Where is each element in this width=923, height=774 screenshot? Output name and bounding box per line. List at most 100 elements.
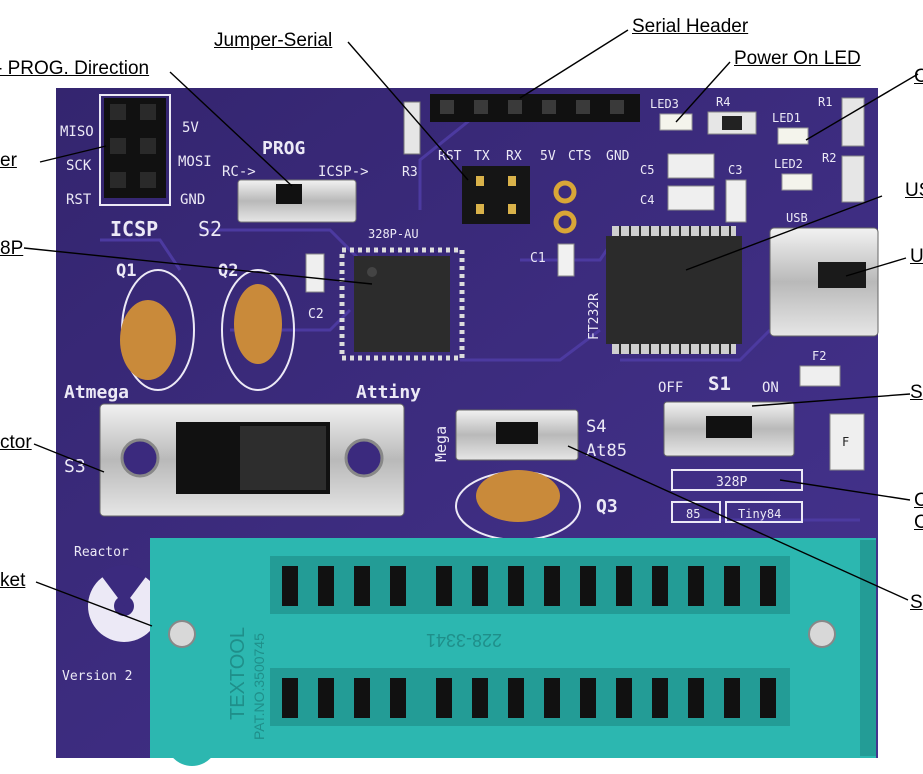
f2-label: F2	[812, 349, 826, 363]
c5-label: C5	[640, 163, 654, 177]
serial-pin-gnd: GND	[606, 149, 630, 164]
callout-socket-partial: ket	[0, 570, 26, 591]
callout-usb-chip-partial: US	[905, 180, 923, 201]
s4-label: S4	[586, 417, 606, 437]
atmega-label: Atmega	[64, 382, 129, 403]
rc-arrow-label: RC->	[222, 164, 256, 180]
prog-label: PROG	[262, 138, 305, 159]
zif-part-number: 228-3341	[426, 630, 502, 650]
led1-label: LED1	[772, 111, 801, 125]
led3-label: LED3	[650, 97, 679, 111]
icsp-label-gnd: GND	[180, 192, 205, 208]
chip-85-label: 85	[686, 507, 700, 521]
attiny-label: Attiny	[356, 382, 421, 403]
led2	[781, 173, 813, 191]
q3-label: Q3	[596, 496, 618, 517]
serial-header-holes	[440, 100, 624, 114]
callout-chip-select-partial-2: C	[914, 512, 923, 533]
serial-pin-rst: RST	[438, 149, 462, 164]
r1-resistor	[841, 97, 865, 147]
icsp-header-outline	[99, 94, 171, 206]
chip-tiny84-label: Tiny84	[738, 507, 781, 521]
mega-label: Mega	[432, 426, 450, 462]
off-label: OFF	[658, 380, 683, 396]
s1-label: S1	[708, 373, 731, 395]
callout-switch2-partial: S	[910, 592, 923, 613]
r2-label: R2	[822, 151, 836, 165]
serial-pin-rx: RX	[506, 149, 522, 164]
q2-label: Q2	[218, 261, 238, 281]
r2-resistor	[841, 155, 865, 203]
zif-patent: PAT.NO.3500745	[251, 633, 267, 740]
c4-cap	[667, 185, 715, 211]
f2-fuse	[799, 365, 841, 387]
via-2	[553, 210, 577, 234]
zif-contacts	[282, 566, 776, 718]
callout-jumper-serial: Jumper-Serial	[214, 30, 333, 51]
chip-tiny84-header	[725, 501, 803, 523]
callout-header-partial: er	[0, 150, 17, 171]
callout-usb-connector-partial: U	[910, 246, 923, 267]
usb-label: USB	[786, 211, 808, 225]
c2-label: C2	[308, 307, 324, 322]
reactor-label: Reactor	[74, 545, 129, 560]
c3-label: C3	[728, 163, 742, 177]
icsp-label-sck: SCK	[66, 158, 92, 174]
callout-connector-partial: ctor	[0, 432, 32, 453]
callout-328p-partial: 8P	[0, 238, 24, 259]
zif-bottom-row	[270, 668, 790, 726]
s2-label: S2	[198, 217, 222, 241]
serial-pin-tx: TX	[474, 149, 490, 164]
zif-lever-knob	[166, 714, 218, 766]
callout-power-led: Power On LED	[734, 48, 861, 69]
icsp-label-5v: 5V	[182, 120, 199, 136]
callout-prog-direction: - PROG. Direction	[0, 58, 150, 79]
c3-cap	[725, 179, 747, 223]
zif-screw-left	[168, 620, 196, 648]
zif-brand: TEXTOOL	[227, 627, 249, 720]
icsp-header-pins	[104, 98, 166, 198]
serial-jumper-pins	[476, 176, 516, 214]
on-label: ON	[762, 380, 779, 396]
callout-lines	[23, 29, 919, 627]
callout-serial-header: Serial Header	[632, 16, 749, 37]
q1-crystal	[120, 300, 176, 380]
r3-resistor	[403, 101, 421, 155]
led2-label: LED2	[774, 157, 803, 171]
icsp-label-mosi: MOSI	[178, 154, 212, 170]
s4-switch-knob	[496, 422, 538, 444]
ft232r-pin-gaps	[619, 226, 731, 354]
q3-crystal	[476, 470, 560, 522]
ft232r-chip	[606, 236, 742, 344]
chip-select-header	[671, 469, 803, 491]
r1-label: R1	[818, 95, 832, 109]
serial-pin-5v: 5V	[540, 149, 556, 164]
chip-328p-label: 328P	[716, 475, 747, 490]
zif-screw-right	[808, 620, 836, 648]
via-1	[553, 180, 577, 204]
f-fuse	[829, 413, 865, 471]
q2-crystal	[234, 284, 282, 364]
f-label: F	[842, 435, 849, 449]
icsp-label-miso: MISO	[60, 124, 94, 140]
c5-cap	[667, 153, 715, 179]
serial-pin-cts: CTS	[568, 149, 591, 164]
r3-label: R3	[402, 165, 418, 180]
icsp-label-rst: RST	[66, 192, 92, 208]
ft232r-label: FT232R	[587, 293, 602, 340]
c1-label: C1	[530, 251, 546, 266]
zif-top-row	[270, 556, 790, 614]
q2-outline	[221, 269, 295, 391]
ft232r-pins	[612, 226, 736, 354]
c4-label: C4	[640, 193, 654, 207]
s3-label: S3	[64, 456, 86, 477]
serial-jumper	[462, 166, 530, 224]
c2-cap	[305, 253, 325, 293]
led1	[777, 127, 809, 145]
version-label: Version 2	[62, 669, 132, 684]
s1-switch-knob	[706, 416, 752, 438]
chip-328p-au-label: 328P-AU	[368, 227, 419, 241]
icsp-title: ICSP	[110, 217, 158, 241]
callout-led-partial: C	[914, 66, 923, 87]
